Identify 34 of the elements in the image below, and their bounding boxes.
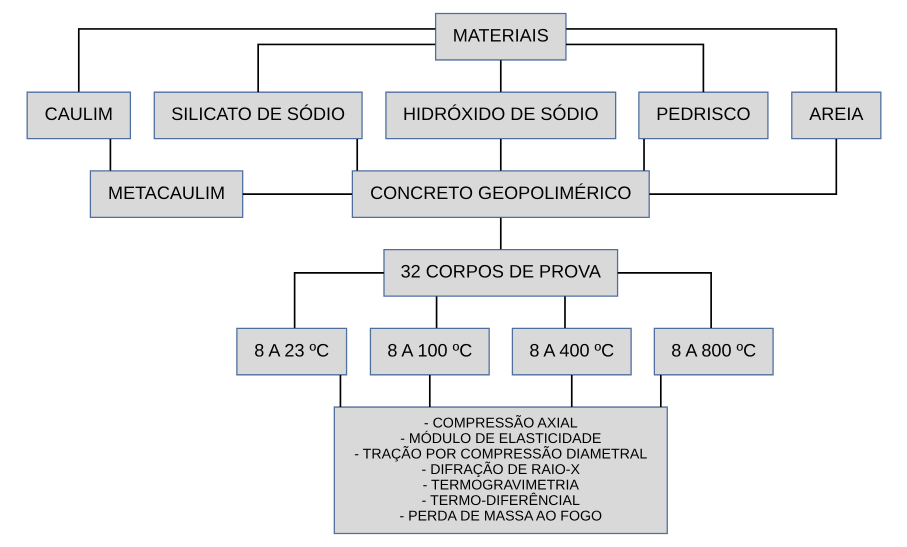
node-box: SILICATO DE SÓDIO <box>153 92 362 140</box>
connector <box>293 272 384 328</box>
connector <box>659 375 662 407</box>
node-box: MATERIAIS <box>434 12 566 61</box>
connector <box>356 139 358 171</box>
connector <box>566 44 704 92</box>
connector <box>570 375 572 407</box>
connector <box>256 44 435 92</box>
node-box: - COMPRESSÃO AXIAL - MÓDULO DE ELASTICIDADE - TRAÇÃO POR COMPRESSÃO DIAMETRAL - DIFRAÇÃO DE RAIO-X - TERMOGRAVIMETRIA - TERMO-DIFERÊNCIAL - PERDA DE MASSA AO FOGO <box>333 406 668 534</box>
node-box: 8 A 400 ºC <box>511 328 632 376</box>
connector <box>242 193 352 195</box>
node-box: CAULIM <box>26 92 131 140</box>
connector <box>648 139 837 195</box>
connector <box>566 28 837 92</box>
node-box: 8 A 100 ºC <box>369 328 490 376</box>
node-box: 32 CORPOS DE PROVA <box>382 248 618 297</box>
connector <box>109 139 111 171</box>
connector <box>77 28 435 92</box>
node-box: PEDRISCO <box>638 92 768 140</box>
node-box: 8 A 23 ºC <box>236 328 347 376</box>
connector <box>428 375 430 407</box>
connector <box>499 139 502 171</box>
connector <box>617 272 712 328</box>
connector <box>499 218 502 250</box>
connector <box>435 296 437 328</box>
node-box: 8 A 800 ºC <box>653 328 774 376</box>
node-box: AREIA <box>790 92 881 140</box>
node-box: HIDRÓXIDO DE SÓDIO <box>384 92 616 140</box>
connector <box>642 139 644 171</box>
connector <box>499 60 502 92</box>
node-box: CONCRETO GEOPOLIMÉRICO <box>351 170 650 218</box>
node-box: METACAULIM <box>89 170 243 218</box>
connector <box>339 375 341 407</box>
connector <box>564 296 566 328</box>
